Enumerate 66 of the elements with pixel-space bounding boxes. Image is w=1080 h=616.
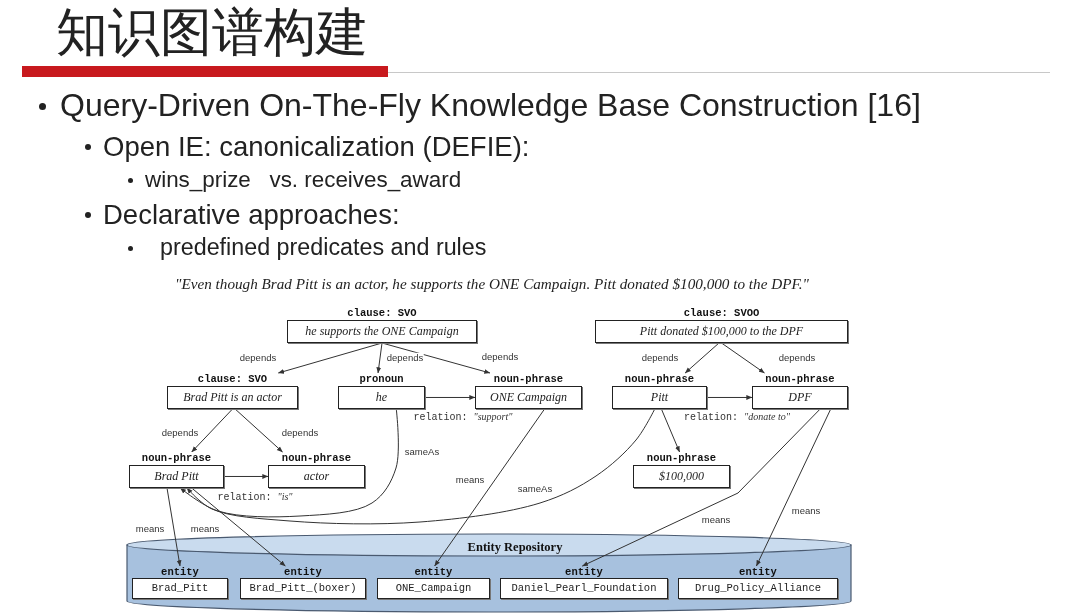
phrase-box: ONE Campaign	[475, 386, 582, 409]
arrow	[706, 395, 753, 400]
edge-label: relation: "is"	[216, 491, 294, 503]
edge-label: depends	[777, 352, 817, 364]
curved-arrow	[179, 408, 399, 518]
arrow	[234, 408, 284, 453]
edge-label: depends	[238, 352, 278, 364]
node-type-label: noun-phrase	[493, 373, 564, 386]
arrow	[166, 487, 182, 567]
node-type-label: clause: SVO	[197, 373, 268, 386]
entity-box: Brad_Pitt	[132, 578, 228, 599]
entity-box: Drug_Policy_Alliance	[678, 578, 838, 599]
example-sentence: "Even though Brad Pitt is an actor, he supports the ONE Campaign. Pitt donated $100,000 to the DPF."	[175, 275, 809, 294]
phrase-box: Brad Pitt	[129, 465, 224, 488]
entity-box: Daniel_Pearl_Foundation	[500, 578, 668, 599]
edge-label: depends	[480, 351, 520, 363]
node-type-label: noun-phrase	[141, 452, 212, 465]
edge-label: sameAs	[516, 483, 554, 495]
edge-label: depends	[385, 352, 425, 364]
node-type-label: entity	[284, 566, 322, 578]
phrase-box: Pitt	[612, 386, 707, 409]
entity-box: Brad_Pitt_(boxer)	[240, 578, 366, 599]
repository-title: Entity Repository	[467, 540, 563, 555]
clause-box: Brad Pitt is an actor	[167, 386, 298, 409]
arrow	[660, 408, 681, 453]
edge-label: depends	[160, 427, 200, 439]
arrow	[684, 342, 720, 374]
arrow	[581, 408, 821, 567]
phrase-box: he	[338, 386, 425, 409]
node-type-label: noun-phrase	[765, 373, 835, 386]
edge-label: depends	[280, 427, 320, 439]
bullet-text: Declarative approaches:	[103, 197, 400, 231]
bullet-text: Open IE: canonicalization (DEFIE):	[103, 129, 530, 163]
arrow	[191, 408, 233, 453]
bullet-text: predefined predicates and rules	[160, 234, 487, 262]
node-type-label: entity	[565, 566, 603, 578]
node-type-label: clause: SVOO	[683, 307, 760, 320]
edge-label: relation: "donate to"	[683, 411, 791, 423]
entity-box: ONE_Campaign	[377, 578, 490, 599]
phrase-box: $100,000	[633, 465, 730, 488]
clause-box: he supports the ONE Campaign	[287, 320, 477, 343]
edge-label: relation: "support"	[412, 411, 514, 423]
node-type-label: pronoun	[359, 373, 404, 386]
phrase-box: DPF	[752, 386, 848, 409]
node-type-label: clause: SVO	[347, 307, 417, 320]
arrow	[376, 342, 383, 374]
node-type-label: noun-phrase	[281, 452, 352, 465]
node-type-label: entity	[414, 566, 453, 578]
bullet-text: wins_prize vs. receives_award	[145, 166, 462, 194]
phrase-box: actor	[268, 465, 365, 488]
bullet-text: Query-Driven On-The-Fly Knowledge Base Construction [16]	[60, 86, 921, 125]
slide-title: 知识图谱构建	[56, 3, 368, 63]
arrow	[424, 395, 476, 400]
node-type-label: entity	[161, 566, 199, 578]
arrow	[434, 408, 546, 567]
edge-label: sameAs	[403, 446, 441, 458]
arrow	[191, 487, 286, 567]
arrow	[755, 408, 832, 567]
arrow	[223, 474, 269, 479]
curved-arrow	[186, 408, 656, 525]
clause-box: Pitt donated $100,000 to the DPF	[595, 320, 848, 343]
node-type-label: entity	[739, 566, 777, 578]
node-type-label: noun-phrase	[624, 373, 695, 386]
edge-label: depends	[640, 352, 680, 364]
node-type-label: noun-phrase	[646, 452, 717, 465]
arrow	[721, 342, 765, 374]
